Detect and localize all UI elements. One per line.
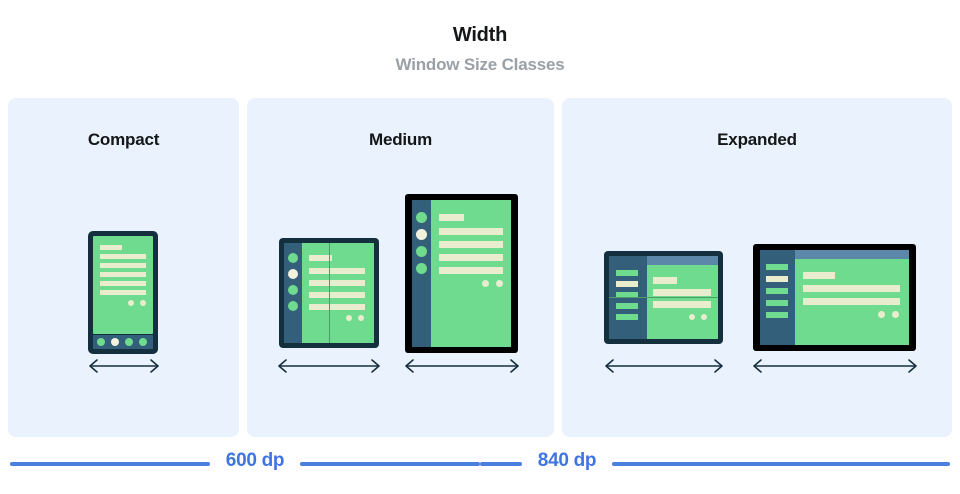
page-title: Width: [452, 24, 508, 46]
breakpoint-row-840: 840 dp: [480, 450, 960, 490]
breakpoint-label-600: 600 dp: [225, 450, 285, 471]
content-line: [309, 268, 365, 274]
panel-label-compact: Compact: [87, 130, 160, 149]
content-dot: [346, 315, 352, 321]
nav-drawer[interactable]: [760, 250, 795, 345]
content-line: [439, 241, 503, 248]
content-dot: [482, 280, 489, 287]
content-line: [653, 301, 711, 308]
content-line: [309, 304, 365, 310]
fold-line: [609, 297, 718, 298]
rail-dot-active[interactable]: [288, 269, 298, 279]
nav-dot[interactable]: [139, 338, 147, 346]
rail-dot[interactable]: [288, 253, 298, 263]
width-arrow-tablet-landscape: [750, 358, 920, 379]
content-dot: [496, 280, 503, 287]
foldable-landscape-screen: [609, 256, 718, 339]
tablet-landscape-screen: [760, 250, 909, 345]
drawer-item[interactable]: [766, 312, 788, 318]
content-line: [803, 298, 900, 305]
device-tablet-landscape: [753, 244, 916, 351]
device-foldable-landscape: [604, 251, 723, 344]
width-arrow-foldable-portrait: [275, 358, 383, 379]
width-arrow-phone: [86, 358, 162, 379]
content-line: [100, 272, 146, 277]
content-line: [100, 281, 146, 286]
device-tablet-portrait: [405, 194, 518, 353]
breakpoint-line-right: [300, 462, 480, 466]
content-line: [439, 267, 503, 274]
content-line: [439, 228, 503, 235]
rail-dot[interactable]: [288, 301, 298, 311]
content-line: [100, 245, 122, 250]
nav-rail[interactable]: [412, 200, 431, 347]
content-line: [439, 214, 464, 221]
drawer-item[interactable]: [616, 303, 638, 309]
nav-rail[interactable]: [284, 243, 302, 343]
nav-dot-active[interactable]: [111, 338, 119, 346]
app-top-bar: [647, 256, 718, 265]
panel-medium[interactable]: Medium: [247, 98, 554, 437]
breakpoint-line-left: [10, 462, 210, 466]
content-line: [803, 272, 835, 279]
device-phone: [88, 231, 158, 354]
content-line: [439, 254, 503, 261]
content-dot: [358, 315, 364, 321]
content-line: [309, 255, 332, 261]
drawer-item-active[interactable]: [616, 281, 638, 287]
content-dot: [878, 311, 885, 318]
content-line: [803, 285, 900, 292]
drawer-item[interactable]: [616, 314, 638, 320]
nav-dot[interactable]: [97, 338, 105, 346]
drawer-item[interactable]: [616, 270, 638, 276]
drawer-item-active[interactable]: [766, 276, 788, 282]
drawer-item[interactable]: [766, 300, 788, 306]
content-dot: [689, 314, 695, 320]
drawer-item[interactable]: [616, 292, 638, 298]
content-line: [100, 263, 146, 268]
phone-screen: [93, 236, 153, 334]
rail-dot[interactable]: [416, 263, 427, 274]
foldable-screen: [284, 243, 374, 343]
page-subtitle: Window Size Classes: [395, 55, 565, 74]
width-arrow-tablet-portrait: [402, 358, 522, 379]
drawer-item[interactable]: [766, 288, 788, 294]
rail-dot-active[interactable]: [416, 229, 427, 240]
fold-line: [329, 243, 330, 343]
content-dot: [128, 300, 134, 306]
breakpoint-line-left: [480, 462, 522, 466]
device-foldable-portrait: [279, 238, 379, 348]
nav-dot[interactable]: [125, 338, 133, 346]
breakpoint-line-right: [612, 462, 950, 466]
panel-expanded[interactable]: Expanded: [562, 98, 952, 437]
rail-dot[interactable]: [416, 212, 427, 223]
content-line: [653, 289, 711, 296]
breakpoint-row-600: 600 dp: [0, 450, 480, 490]
header: Width Window Size Classes: [0, 0, 960, 95]
content-line: [309, 280, 365, 286]
drawer-item[interactable]: [766, 264, 788, 270]
width-arrow-foldable-landscape: [602, 358, 726, 379]
app-top-bar: [795, 250, 909, 259]
content-line: [653, 277, 677, 284]
content-dot: [892, 311, 899, 318]
rail-dot[interactable]: [288, 285, 298, 295]
panel-label-medium: Medium: [368, 130, 433, 149]
content-dot: [140, 300, 146, 306]
phone-bottom-nav: [93, 335, 153, 349]
breakpoint-label-840: 840 dp: [537, 450, 597, 471]
content-line: [309, 292, 365, 298]
panel-label-expanded: Expanded: [717, 130, 797, 149]
content-dot: [701, 314, 707, 320]
panel-compact[interactable]: Compact: [8, 98, 239, 437]
rail-dot[interactable]: [416, 246, 427, 257]
content-line: [100, 254, 146, 259]
content-line: [100, 290, 146, 295]
tablet-screen: [412, 200, 511, 347]
